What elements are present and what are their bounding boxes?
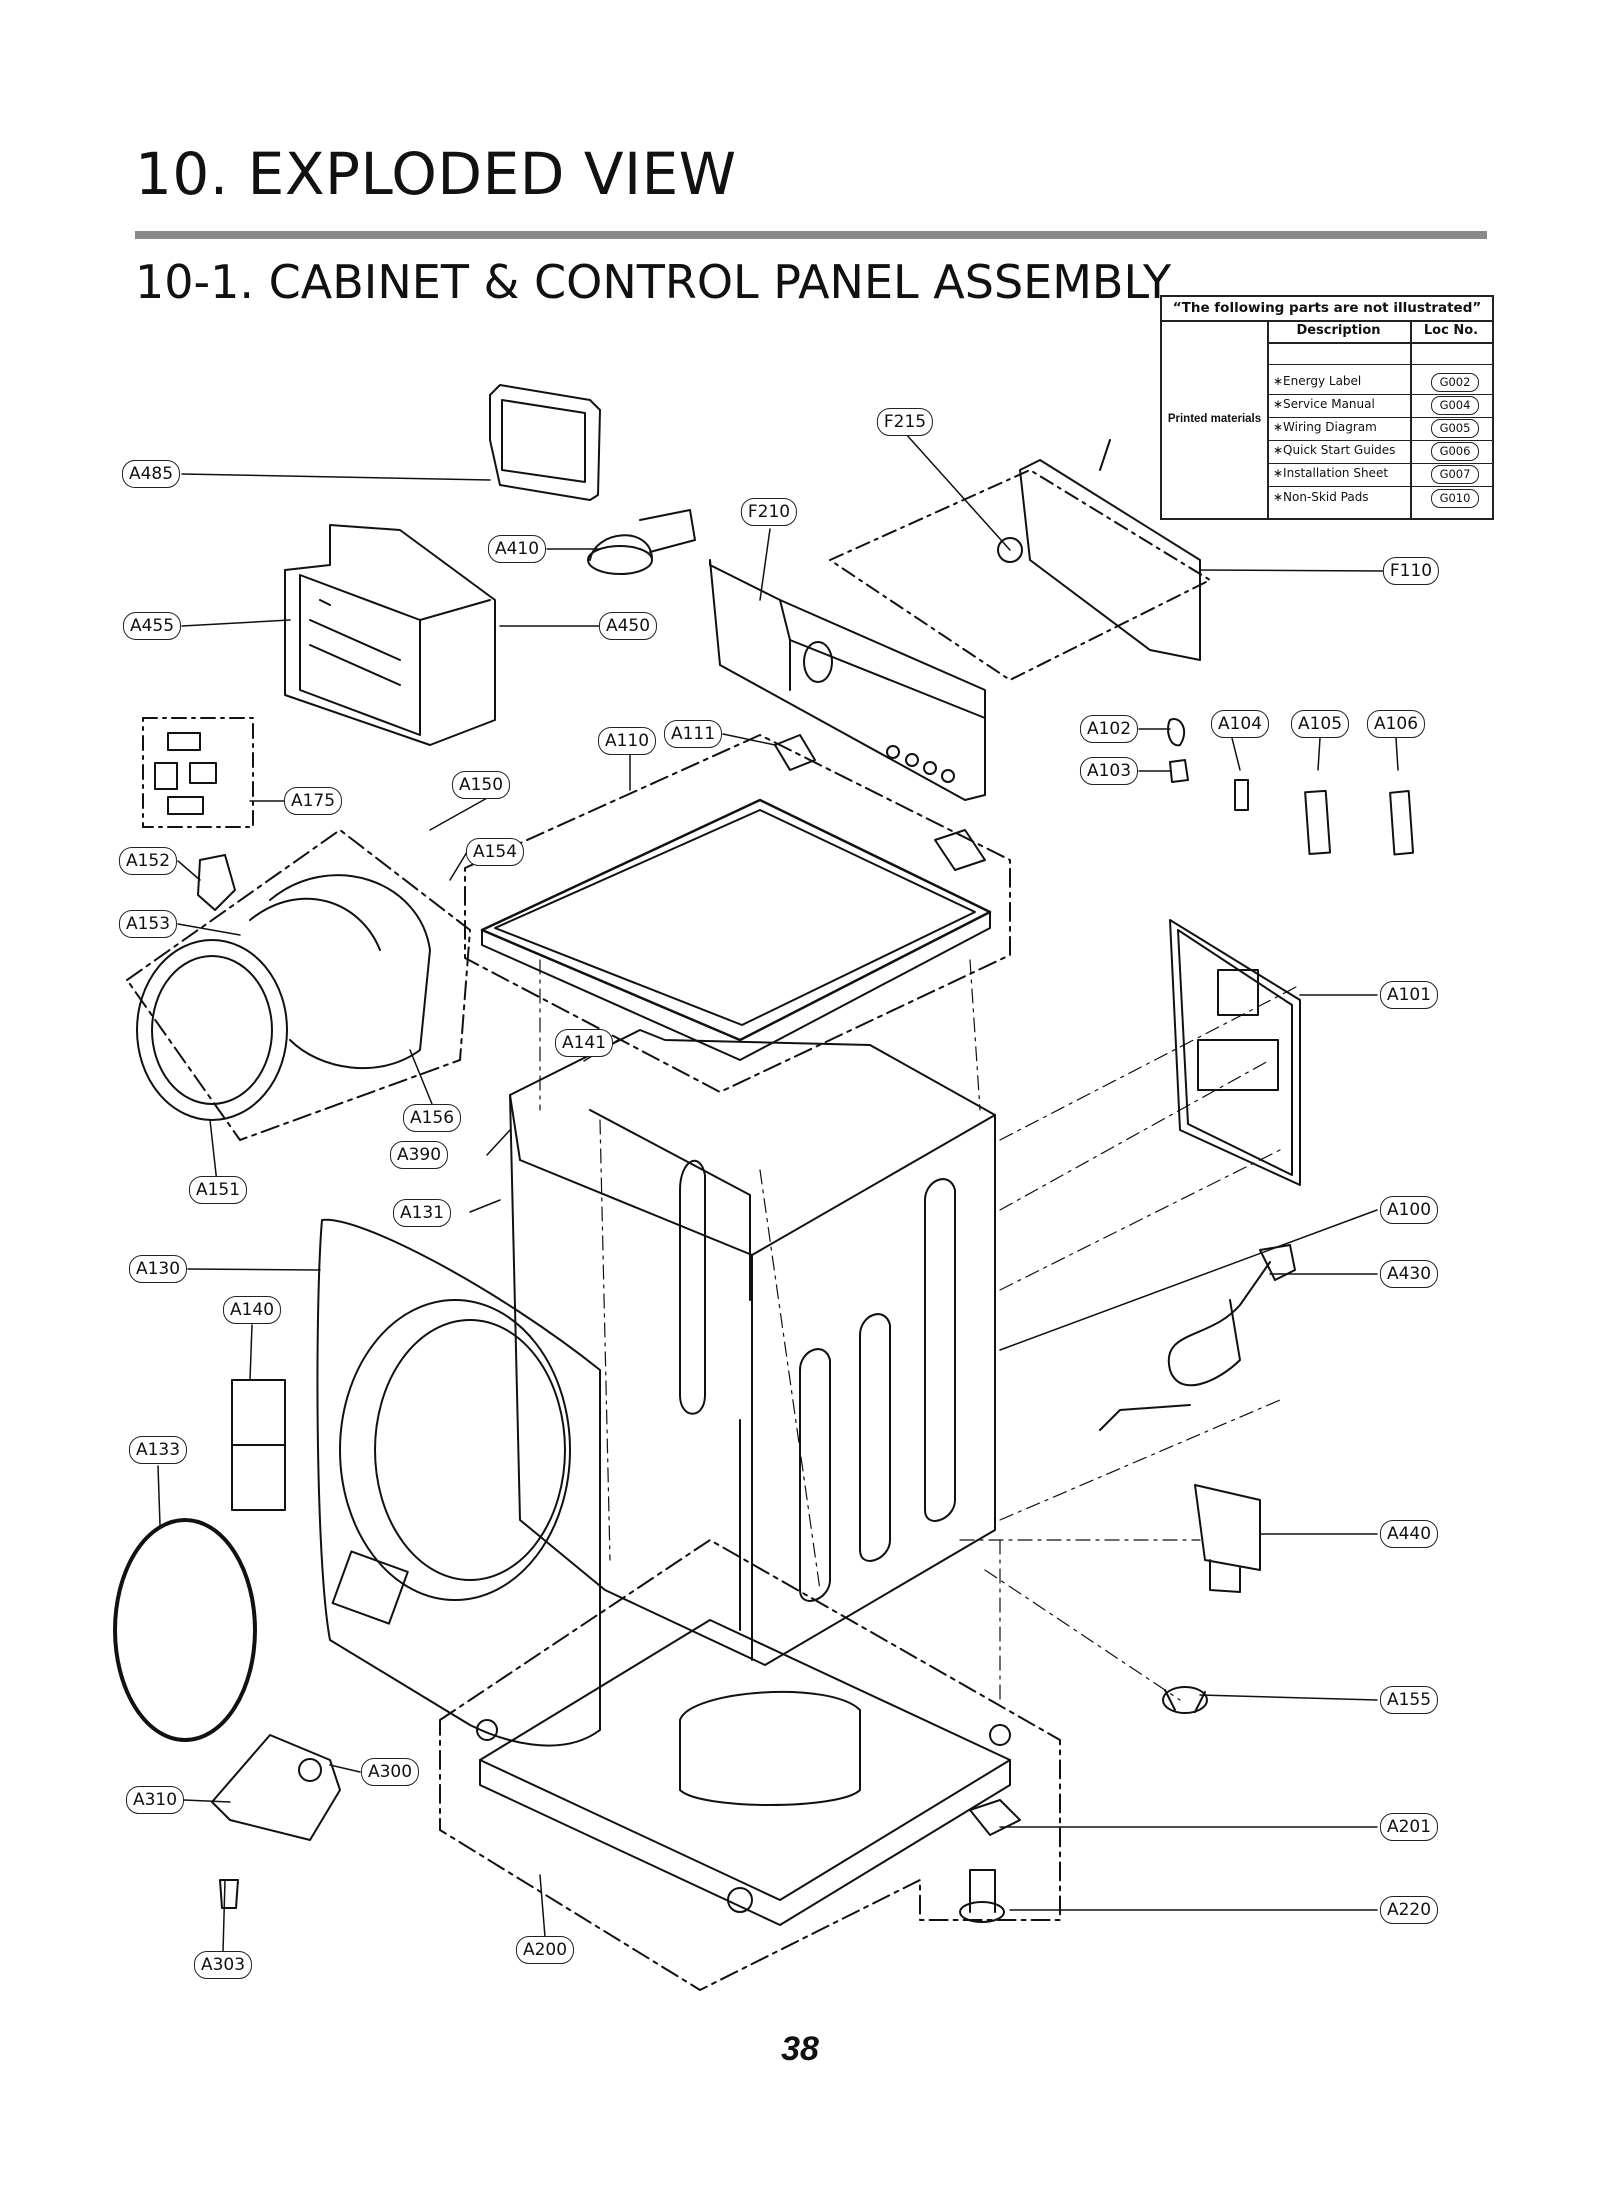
callout-a154: A154 (465, 838, 525, 866)
section-title: 10-1. CABINET & CONTROL PANEL ASSEMBLY (135, 255, 1172, 309)
callout-a220: A220 (1379, 1896, 1439, 1924)
row-description: ∗Installation Sheet (1273, 466, 1389, 480)
table-caption: “The following parts are not illustrated… (1162, 297, 1492, 322)
callout-a101: A101 (1379, 981, 1439, 1009)
page-number: 38 (781, 2030, 819, 2068)
row-loc: G006 (1431, 442, 1479, 461)
row-description: ∗Energy Label (1273, 374, 1362, 388)
callout-a310: A310 (125, 1786, 185, 1814)
callout-a155: A155 (1379, 1686, 1439, 1714)
callout-a103: A103 (1079, 757, 1139, 785)
callout-a200: A200 (515, 1936, 575, 1964)
group-label: Printed materials (1162, 320, 1269, 518)
callout-a100: A100 (1379, 1196, 1439, 1224)
callout-a104: A104 (1210, 710, 1270, 738)
table-row: ∗Non-Skid Pads G010 (1267, 487, 1492, 509)
table-row: ∗Installation Sheet G007 (1267, 463, 1492, 485)
callout-a130: A130 (128, 1255, 188, 1283)
callout-a106: A106 (1366, 710, 1426, 738)
callout-a450: A450 (598, 612, 658, 640)
row-loc: G005 (1431, 419, 1479, 438)
table-row: ∗Wiring Diagram G005 (1267, 417, 1492, 439)
callout-a102: A102 (1079, 715, 1139, 743)
row-divider (1267, 463, 1492, 464)
callout-a153: A153 (118, 910, 178, 938)
col-loc-header: Loc No. (1410, 320, 1492, 344)
callout-a440: A440 (1379, 1520, 1439, 1548)
row-divider (1267, 364, 1492, 365)
callout-a131: A131 (392, 1199, 452, 1227)
callout-a133: A133 (128, 1436, 188, 1464)
row-loc: G004 (1431, 396, 1479, 415)
row-divider (1267, 394, 1492, 395)
not-illustrated-table: “The following parts are not illustrated… (1160, 295, 1494, 520)
callout-a201: A201 (1379, 1813, 1439, 1841)
callout-a151: A151 (188, 1176, 248, 1204)
callout-a110: A110 (597, 727, 657, 755)
callout-a430: A430 (1379, 1260, 1439, 1288)
callout-a410: A410 (487, 535, 547, 563)
callout-f215: F215 (876, 408, 934, 436)
callout-a105: A105 (1290, 710, 1350, 738)
callout-a150: A150 (451, 771, 511, 799)
callout-a140: A140 (222, 1296, 282, 1324)
column-divider (1410, 342, 1412, 518)
page-title: 10. EXPLODED VIEW (135, 140, 737, 208)
callout-a485: A485 (121, 460, 181, 488)
callout-a111: A111 (663, 720, 723, 748)
callout-f210: F210 (740, 498, 798, 526)
table-row: ∗Energy Label G002 (1267, 371, 1492, 393)
callout-a141: A141 (554, 1029, 614, 1057)
row-description: ∗Wiring Diagram (1273, 420, 1377, 434)
row-description: ∗Quick Start Guides (1273, 443, 1396, 457)
row-divider (1267, 486, 1492, 487)
callout-a156: A156 (402, 1104, 462, 1132)
callout-f110: F110 (1382, 557, 1440, 585)
row-loc: G007 (1431, 465, 1479, 484)
row-divider (1267, 417, 1492, 418)
table-row: ∗Quick Start Guides G006 (1267, 440, 1492, 462)
callout-a300: A300 (360, 1758, 420, 1786)
row-loc: G010 (1431, 489, 1479, 508)
callout-a455: A455 (122, 612, 182, 640)
callout-a303: A303 (193, 1951, 253, 1979)
row-loc: G002 (1431, 373, 1479, 392)
callout-a152: A152 (118, 847, 178, 875)
callout-a390: A390 (389, 1141, 449, 1169)
callout-a175: A175 (283, 787, 343, 815)
row-description: ∗Service Manual (1273, 397, 1375, 411)
row-description: ∗Non-Skid Pads (1273, 490, 1369, 504)
row-divider (1267, 440, 1492, 441)
table-row: ∗Service Manual G004 (1267, 394, 1492, 416)
col-description-header: Description (1267, 320, 1412, 344)
title-rule (135, 231, 1487, 239)
